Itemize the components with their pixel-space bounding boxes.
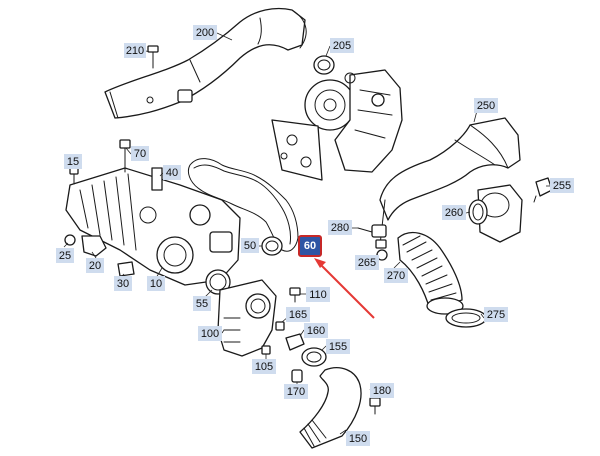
part-205-oring	[313, 55, 335, 75]
callout-210: 210	[124, 43, 146, 58]
callout-label: 60	[304, 240, 316, 252]
callout-70: 70	[131, 146, 149, 161]
callout-260: 260	[442, 205, 466, 220]
callout-20: 20	[86, 258, 104, 273]
part-260-clamp	[468, 199, 488, 225]
callout-155: 155	[326, 339, 350, 354]
part-55-ring	[205, 269, 231, 295]
part-25-20-30-hardware	[64, 234, 135, 277]
callout-label: 255	[553, 180, 571, 192]
callout-25: 25	[56, 248, 74, 263]
part-small-bolts	[69, 139, 163, 191]
part-210-screw	[147, 45, 159, 69]
callout-label: 200	[196, 27, 214, 39]
callout-255: 255	[550, 178, 574, 193]
callout-label: 275	[487, 309, 505, 321]
callout-label: 110	[309, 289, 327, 301]
callout-label: 165	[289, 309, 307, 321]
part-turbo-gasket	[271, 119, 323, 181]
callout-15: 15	[64, 154, 82, 169]
part-270-corrugated-hose	[397, 231, 464, 315]
part-100-housing	[217, 279, 277, 357]
callout-105: 105	[252, 359, 276, 374]
callout-60-highlighted: 60	[298, 235, 322, 257]
callout-250: 250	[474, 98, 498, 113]
callout-10: 10	[147, 276, 165, 291]
callout-150: 150	[346, 431, 370, 446]
callout-265: 265	[355, 255, 379, 270]
callout-label: 250	[477, 100, 495, 112]
callout-55: 55	[193, 296, 211, 311]
part-10-intake-manifold	[65, 167, 241, 286]
callout-270: 270	[384, 268, 408, 283]
part-255-fitting	[533, 177, 553, 203]
callout-label: 15	[67, 156, 79, 168]
callout-label: 265	[358, 257, 376, 269]
part-275-clamp	[445, 308, 487, 328]
callout-label: 150	[349, 433, 367, 445]
callout-100: 100	[198, 326, 222, 341]
part-165-160-155-105	[261, 321, 327, 367]
part-150-pipe	[291, 367, 381, 449]
callout-180: 180	[370, 383, 394, 398]
part-200-intake-pipe	[104, 7, 307, 119]
callout-label: 160	[307, 325, 325, 337]
callout-label: 210	[126, 45, 144, 57]
callout-label: 180	[373, 385, 391, 397]
callout-label: 30	[117, 278, 129, 290]
part-turbocharger	[304, 69, 403, 173]
callout-30: 30	[114, 276, 132, 291]
callout-label: 55	[196, 298, 208, 310]
callout-275: 275	[484, 307, 508, 322]
callout-label: 20	[89, 260, 101, 272]
part-50-oring	[261, 236, 283, 256]
callout-label: 10	[150, 278, 162, 290]
callout-170: 170	[284, 384, 308, 399]
callout-label: 170	[287, 386, 305, 398]
callout-165: 165	[286, 307, 310, 322]
callout-160: 160	[304, 323, 328, 338]
part-250-air-duct	[379, 117, 523, 246]
part-110-bolt	[289, 287, 301, 303]
callout-50: 50	[241, 238, 259, 253]
callout-label: 155	[329, 341, 347, 353]
callout-label: 70	[134, 148, 146, 160]
callout-label: 260	[445, 207, 463, 219]
callout-200: 200	[193, 25, 217, 40]
callout-40: 40	[163, 165, 181, 180]
callout-110: 110	[306, 287, 330, 302]
callout-280: 280	[328, 220, 352, 235]
callout-label: 40	[166, 167, 178, 179]
callout-label: 105	[255, 361, 273, 373]
callout-label: 25	[59, 250, 71, 262]
part-280-265-fittings	[357, 224, 388, 261]
callout-label: 280	[331, 222, 349, 234]
callout-label: 205	[333, 40, 351, 52]
callout-label: 100	[201, 328, 219, 340]
highlight-arrow	[314, 258, 375, 319]
callout-205: 205	[330, 38, 354, 53]
callout-label: 270	[387, 270, 405, 282]
callout-label: 50	[244, 240, 256, 252]
